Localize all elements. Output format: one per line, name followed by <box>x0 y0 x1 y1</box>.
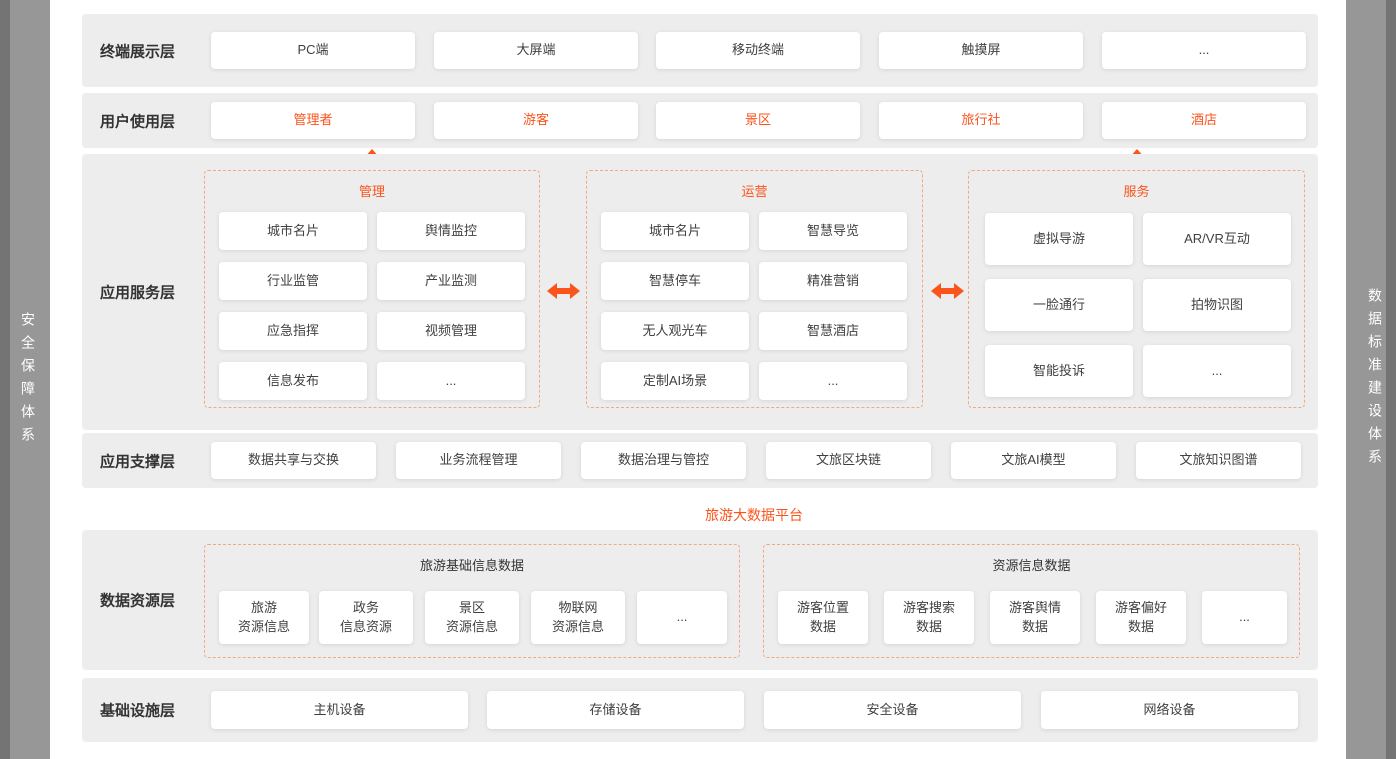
group-card: ... <box>377 362 525 400</box>
group-card: 舆情监控 <box>377 212 525 250</box>
layer-card: 安全设备 <box>764 691 1021 729</box>
group-card: 定制AI场景 <box>601 362 749 400</box>
group-service: 服务 虚拟导游 AR/VR互动 一脸通行 拍物识图 智能投诉 ... <box>968 170 1305 408</box>
layer-label-terminal: 终端展示层 <box>100 43 176 60</box>
layer-card: 大屏端 <box>434 32 638 69</box>
group-card: 政务 信息资源 <box>319 591 413 644</box>
group-card: 智慧酒店 <box>759 312 907 350</box>
layer-card: 酒店 <box>1102 102 1306 139</box>
group-title: 旅游基础信息数据 <box>419 558 524 573</box>
layer-row-user: 用户使用层 管理者 游客 景区 旅行社 酒店 <box>82 93 1318 148</box>
layer-row-infrastructure: 基础设施层 主机设备 存储设备 安全设备 网络设备 <box>82 678 1318 742</box>
layer-row-data-resource: 数据资源层 旅游基础信息数据 旅游 资源信息 政务 信息资源 景区 资源信息 物… <box>82 530 1318 670</box>
platform-label: 旅游大数据平台 <box>705 507 803 523</box>
group-title: 资源信息数据 <box>992 558 1071 573</box>
group-resource-info-data: 资源信息数据 游客位置 数据 游客搜索 数据 游客舆情 数据 游客偏好 数据 .… <box>763 544 1300 658</box>
group-operation: 运营 城市名片 智慧导览 智慧停车 精准营销 无人观光车 智慧酒店 定制AI场景… <box>586 170 923 408</box>
group-card: 智能投诉 <box>985 345 1133 397</box>
layer-card: 管理者 <box>211 102 415 139</box>
group-card: 游客偏好 数据 <box>1096 591 1186 644</box>
layer-card: 文旅知识图谱 <box>1136 442 1301 479</box>
group-card: 物联网 资源信息 <box>531 591 625 644</box>
group-card: 城市名片 <box>219 212 367 250</box>
group-tourism-basic-data: 旅游基础信息数据 旅游 资源信息 政务 信息资源 景区 资源信息 物联网 资源信… <box>204 544 740 658</box>
layer-row-terminal: 终端展示层 PC端 大屏端 移动终端 触摸屏 ... <box>82 14 1318 87</box>
layer-card: 游客 <box>434 102 638 139</box>
group-card: ... <box>637 591 727 644</box>
data-standard-system-label: 数据标准建设体系 <box>1367 288 1383 472</box>
group-card: 智慧导览 <box>759 212 907 250</box>
layer-card: 文旅AI模型 <box>951 442 1116 479</box>
group-card: ... <box>1202 591 1287 644</box>
group-management: 管理 城市名片 舆情监控 行业监管 产业监测 应急指挥 视频管理 信息发布 ..… <box>204 170 540 408</box>
layer-label-user: 用户使用层 <box>100 113 176 130</box>
layer-card: 数据共享与交换 <box>211 442 376 479</box>
double-arrow-icon <box>931 283 964 299</box>
group-card: 智慧停车 <box>601 262 749 300</box>
group-card: 城市名片 <box>601 212 749 250</box>
layer-row-app-support: 应用支撑层 数据共享与交换 业务流程管理 数据治理与管控 文旅区块链 文旅AI模… <box>82 433 1318 488</box>
group-card: 景区 资源信息 <box>425 591 519 644</box>
group-card: 应急指挥 <box>219 312 367 350</box>
group-title: 管理 <box>358 184 385 199</box>
layer-card: 业务流程管理 <box>396 442 561 479</box>
group-title: 服务 <box>1123 184 1150 199</box>
layer-card: 网络设备 <box>1041 691 1298 729</box>
layer-card: ... <box>1102 32 1306 69</box>
layer-label-infrastructure: 基础设施层 <box>100 702 176 720</box>
group-card: 一脸通行 <box>985 279 1133 331</box>
group-card: 虚拟导游 <box>985 213 1133 265</box>
layer-card: 文旅区块链 <box>766 442 931 479</box>
layer-card: 数据治理与管控 <box>581 442 746 479</box>
layer-label-app-support: 应用支撑层 <box>100 453 176 470</box>
layer-card: 主机设备 <box>211 691 468 729</box>
layer-row-app-service: 应用服务层 管理 城市名片 舆情监控 行业监管 产业监测 应急指挥 视频管理 信… <box>82 154 1318 430</box>
left-edge-band <box>0 0 10 759</box>
group-card: 视频管理 <box>377 312 525 350</box>
group-card: 无人观光车 <box>601 312 749 350</box>
group-card: 精准营销 <box>759 262 907 300</box>
layer-card: 触摸屏 <box>879 32 1083 69</box>
layer-card: 旅行社 <box>879 102 1083 139</box>
group-card: 旅游 资源信息 <box>219 591 309 644</box>
security-system-label: 安全保障体系 <box>20 312 36 450</box>
group-card: ... <box>759 362 907 400</box>
layer-card: PC端 <box>211 32 415 69</box>
group-card: 信息发布 <box>219 362 367 400</box>
group-card: AR/VR互动 <box>1143 213 1291 265</box>
layer-card: 存储设备 <box>487 691 744 729</box>
double-arrow-icon <box>547 283 580 299</box>
layer-label-app-service: 应用服务层 <box>100 284 176 302</box>
group-card: ... <box>1143 345 1291 397</box>
group-card: 游客舆情 数据 <box>990 591 1080 644</box>
layer-card: 景区 <box>656 102 860 139</box>
group-title: 运营 <box>741 184 768 199</box>
right-edge-band <box>1386 0 1396 759</box>
group-card: 游客位置 数据 <box>778 591 868 644</box>
layer-label-data-resource: 数据资源层 <box>100 592 176 610</box>
group-card: 游客搜索 数据 <box>884 591 974 644</box>
group-card: 产业监测 <box>377 262 525 300</box>
group-card: 拍物识图 <box>1143 279 1291 331</box>
layer-card: 移动终端 <box>656 32 860 69</box>
group-card: 行业监管 <box>219 262 367 300</box>
